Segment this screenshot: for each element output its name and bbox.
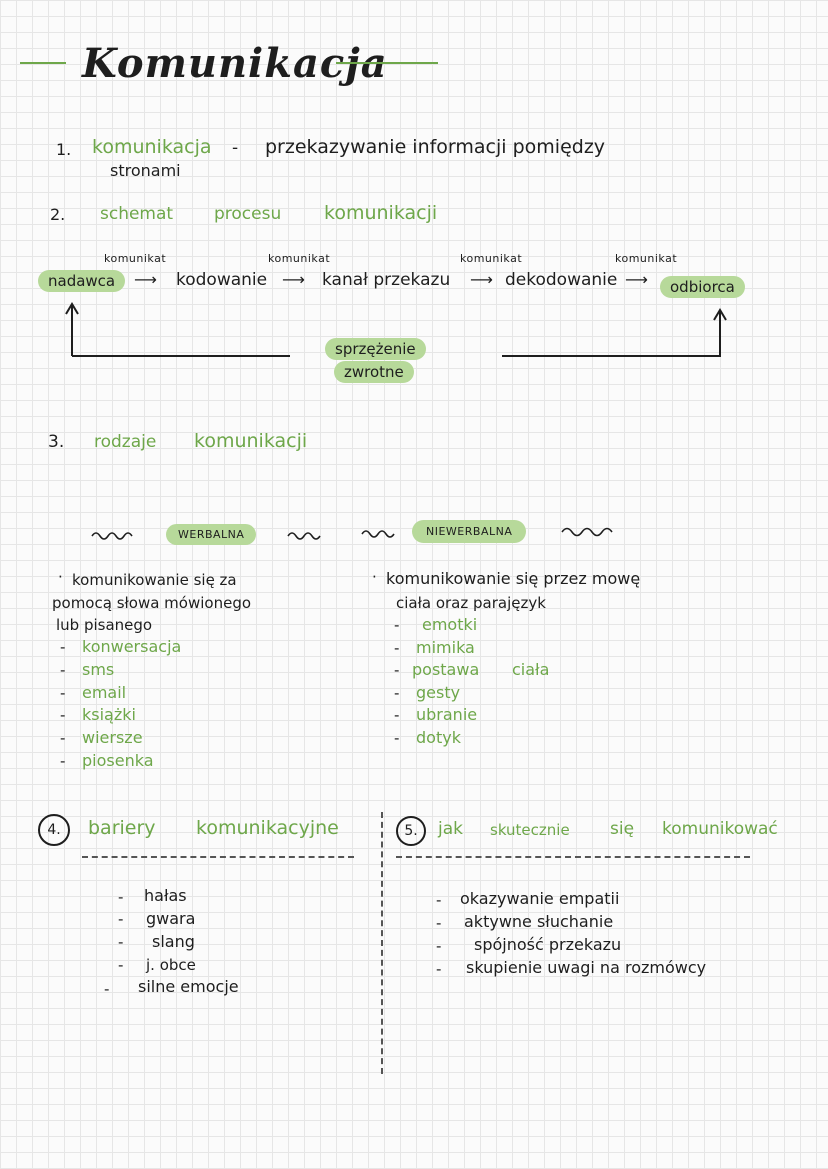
section-5-heading-word-2: skutecznie (490, 821, 570, 839)
nonverbal-item-dash-2: - (394, 639, 400, 657)
nonverbal-desc-line-2: ciała oraz parajęzyk (396, 594, 546, 612)
diagram-arrow-2: ⟶ (282, 270, 305, 289)
section-3-heading-word-1: rodzaje (94, 432, 157, 452)
nonverbal-item-5: ubranie (416, 705, 478, 724)
section-1-term: komunikacja (92, 136, 212, 158)
tip-item-4: skupienie uwagi na rozmówcy (466, 958, 707, 977)
nonverbal-item-6: dotyk (416, 728, 461, 747)
nonverbal-desc-line-1: komunikowanie się przez mowę (386, 569, 641, 588)
verbal-desc-line-2: pomocą słowa mówionego (52, 594, 252, 612)
barrier-item-1: hałas (144, 886, 187, 905)
nonverbal-item-dash-3: - (394, 661, 400, 679)
section-2-number: 2. (50, 205, 66, 224)
section-1-dash: - (232, 138, 239, 158)
section-5-heading-word-1: jak (438, 819, 463, 839)
section-5-number-circle: 5. (396, 816, 426, 846)
verbal-item-dash-1: - (60, 638, 66, 656)
verbal-item-2: sms (82, 660, 115, 679)
title-rule-right (336, 62, 438, 64)
diagram-arrow-1: ⟶ (134, 270, 157, 289)
nonverbal-item-4: gesty (416, 683, 461, 702)
verbal-tag: WERBALNA (166, 524, 257, 545)
nonverbal-item-3-suffix: ciała (512, 660, 550, 679)
barrier-dash-3: - (118, 933, 124, 951)
diagram-label-1: komunikat (104, 252, 167, 265)
diagram-node-receiver: odbiorca (660, 276, 745, 298)
verbal-item-dash-4: - (60, 706, 66, 724)
tip-dash-1: - (436, 891, 442, 909)
verbal-bullet: · (58, 568, 63, 586)
verbal-item-dash-5: - (60, 729, 66, 747)
tip-item-1: okazywanie empatii (460, 889, 620, 908)
nonverbal-item-dash-5: - (394, 706, 400, 724)
section-1-number: 1. (56, 140, 72, 159)
barrier-dash-1: - (118, 888, 124, 906)
verbal-desc-line-3: lub pisanego (56, 616, 153, 634)
verbal-item-6: piosenka (82, 751, 154, 770)
section-2-heading-word-3: komunikacji (324, 202, 438, 224)
verbal-item-dash-3: - (60, 684, 66, 702)
tip-item-2: aktywne słuchanie (464, 912, 614, 931)
diagram-feedback-line-2: zwrotne (334, 361, 414, 383)
diagram-label-2: komunikat (268, 252, 331, 265)
barrier-item-2: gwara (146, 909, 196, 928)
section-4-number-circle: 4. (38, 814, 70, 846)
section-2-heading-word-1: schemat (100, 204, 174, 224)
section-5-underline (396, 856, 750, 858)
tip-item-3: spójność przekazu (474, 935, 622, 954)
verbal-item-dash-2: - (60, 661, 66, 679)
section-5-heading-word-4: komunikować (662, 819, 778, 839)
nonverbal-bullet: · (372, 568, 377, 586)
verbal-desc-line-1: komunikowanie się za (72, 571, 237, 589)
section-1-definition-cont: stronami (110, 161, 181, 180)
nonverbal-item-dash-6: - (394, 729, 400, 747)
nonverbal-item-3: postawa (412, 660, 480, 679)
verbal-item-4: książki (82, 705, 136, 724)
nonverbal-tag: NIEWERBALNA (412, 520, 527, 543)
section-3-heading-word-2: komunikacji (194, 430, 308, 452)
section-2-heading-word-2: procesu (214, 204, 282, 224)
diagram-node-sender: nadawca (38, 270, 126, 292)
barrier-dash-4: - (118, 956, 124, 974)
section-1-definition: przekazywanie informacji pomiędzy (265, 136, 606, 158)
diagram-node-decoding: dekodowanie (505, 270, 618, 290)
tip-dash-3: - (436, 937, 442, 955)
section-5-number: 5. (404, 823, 418, 839)
diagram-node-channel: kanał przekazu (322, 270, 451, 290)
verbal-item-3: email (82, 683, 127, 702)
nonverbal-item-1: emotki (422, 615, 478, 634)
barrier-dash-5: - (104, 980, 110, 998)
section-4-heading-word-2: komunikacyjne (196, 817, 339, 839)
title-rule-left (20, 62, 66, 64)
column-divider (381, 812, 383, 1074)
diagram-label-4: komunikat (615, 252, 678, 265)
nonverbal-item-dash-1: - (394, 616, 400, 634)
nonverbal-item-dash-4: - (394, 684, 400, 702)
tip-dash-2: - (436, 914, 442, 932)
barrier-item-5: silne emocje (138, 977, 239, 996)
section-4-heading-word-1: bariery (88, 817, 156, 839)
barrier-item-3: slang (152, 932, 195, 951)
diagram-arrow-4: ⟶ (625, 270, 648, 289)
tip-dash-4: - (436, 960, 442, 978)
diagram-label-3: komunikat (460, 252, 523, 265)
section-3-number: 3. (48, 432, 65, 452)
barrier-dash-2: - (118, 910, 124, 928)
nonverbal-item-2: mimika (416, 638, 475, 657)
section-4-number: 4. (47, 822, 61, 838)
diagram-arrow-3: ⟶ (470, 270, 493, 289)
diagram-node-encoding: kodowanie (176, 270, 268, 290)
page-title: Komunikacja (82, 40, 388, 87)
verbal-item-5: wiersze (82, 728, 143, 747)
barrier-item-4: j. obce (146, 956, 196, 974)
section-5-heading-word-3: się (610, 819, 635, 839)
section-4-underline (82, 856, 354, 858)
diagram-feedback-line-1: sprzężenie (325, 338, 426, 360)
verbal-item-dash-6: - (60, 752, 66, 770)
verbal-item-1: konwersacja (82, 637, 182, 656)
